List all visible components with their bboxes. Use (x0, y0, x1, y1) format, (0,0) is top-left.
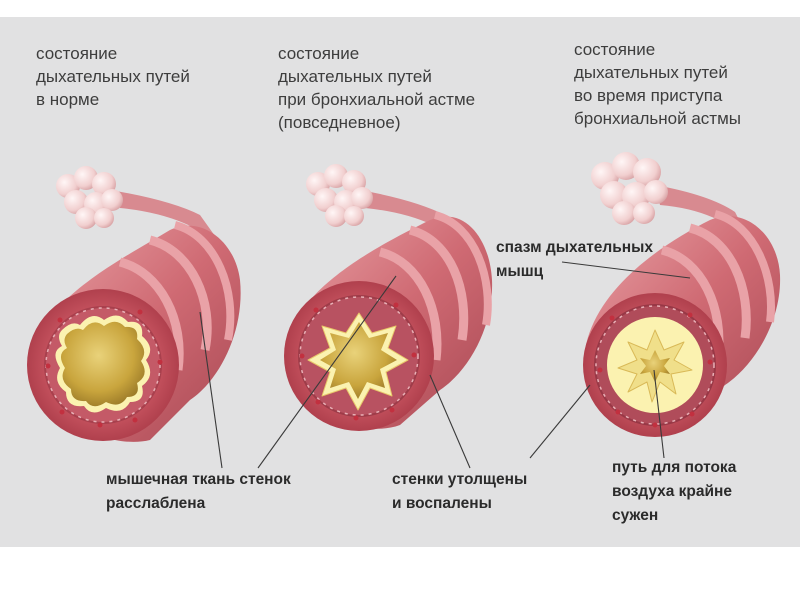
label-walls-thickened: стенки утолщены и воспалены (392, 471, 528, 512)
title-normal: состояние дыхательных путей в норме (36, 44, 190, 109)
airway-lumen-severely-narrowed (640, 350, 670, 382)
alveoli-cluster (56, 166, 123, 229)
bronchus-normal (27, 166, 241, 442)
bronchus-branch (655, 185, 752, 245)
bronchus-branch (110, 190, 225, 250)
airway-lumen-narrowed (320, 322, 397, 399)
pointer-muscle-normal (199, 311, 223, 469)
title-asthma: состояние дыхательных путей при бронхиал… (278, 44, 476, 132)
alveoli-cluster (591, 152, 668, 225)
pointer-airflow (653, 369, 665, 459)
pointer-walls-attack (529, 384, 591, 459)
label-airflow-narrow: путь для потока воздуха крайне сужен (612, 459, 737, 524)
pointer-spasm (561, 261, 691, 279)
pointer-muscle-asthma (257, 275, 397, 469)
label-muscle-relaxed: мышечная ткань стенок расслаблена (106, 471, 291, 512)
pointer-lines (199, 261, 691, 469)
bronchus-asthma (284, 164, 493, 431)
bronchus-branch (360, 190, 468, 250)
pointer-walls (429, 374, 471, 469)
airway-lumen-wide (60, 321, 145, 407)
alveoli-cluster (306, 164, 373, 227)
bronchus-attack (583, 152, 781, 437)
title-attack: состояние дыхательных путей во время при… (574, 40, 741, 128)
label-spasm: спазм дыхательных мышц (496, 239, 654, 280)
